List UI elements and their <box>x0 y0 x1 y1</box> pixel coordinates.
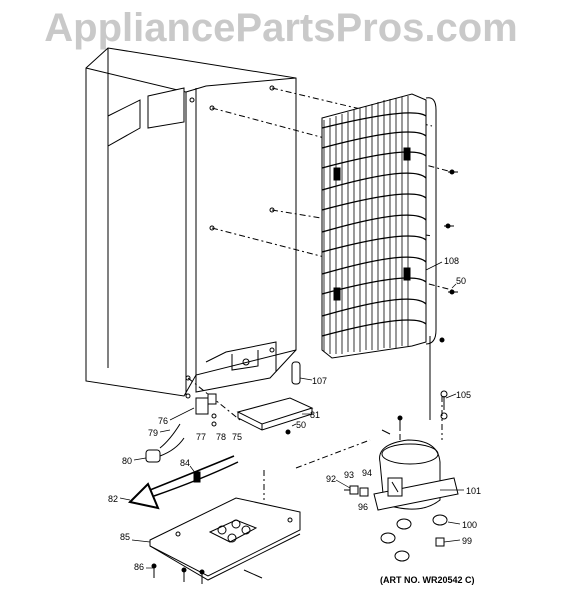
tubing <box>127 455 239 510</box>
callout-108: 108 <box>444 256 459 266</box>
callout-79: 79 <box>148 428 158 438</box>
part-107 <box>291 361 301 385</box>
callout-leaders <box>119 261 464 569</box>
callout-82: 82 <box>108 494 118 504</box>
power-cord <box>145 437 185 463</box>
base-plate <box>149 497 301 581</box>
cabinet <box>85 47 297 399</box>
callout-92: 92 <box>326 474 336 484</box>
callout-50-lower: 50 <box>296 420 306 430</box>
callout-94: 94 <box>362 468 372 478</box>
callout-84: 84 <box>180 458 190 468</box>
screws <box>439 169 458 343</box>
callout-50-upper: 50 <box>456 276 466 286</box>
condenser-coil <box>321 93 437 420</box>
callout-105: 105 <box>456 390 471 400</box>
callout-96: 96 <box>358 502 368 512</box>
drain-pan <box>236 397 314 435</box>
callout-75: 75 <box>232 432 242 442</box>
compressor <box>373 439 459 511</box>
callout-78: 78 <box>216 432 226 442</box>
relay-bracket <box>159 393 217 449</box>
callout-77: 77 <box>196 432 206 442</box>
grommets <box>380 514 448 562</box>
relay-overload <box>344 485 369 497</box>
callout-101: 101 <box>466 486 481 496</box>
callout-81: 81 <box>310 410 320 420</box>
bolts <box>151 390 448 584</box>
callout-99: 99 <box>462 536 472 546</box>
callout-93: 93 <box>344 470 354 480</box>
callout-107: 107 <box>312 376 327 386</box>
callout-100: 100 <box>462 520 477 530</box>
watermark-text: AppliancePartsPros.com <box>44 6 518 50</box>
callout-80: 80 <box>122 456 132 466</box>
callout-86: 86 <box>134 562 144 572</box>
callout-85: 85 <box>120 532 130 542</box>
art-number: (ART NO. WR20542 C) <box>380 575 475 585</box>
callout-76: 76 <box>158 416 168 426</box>
